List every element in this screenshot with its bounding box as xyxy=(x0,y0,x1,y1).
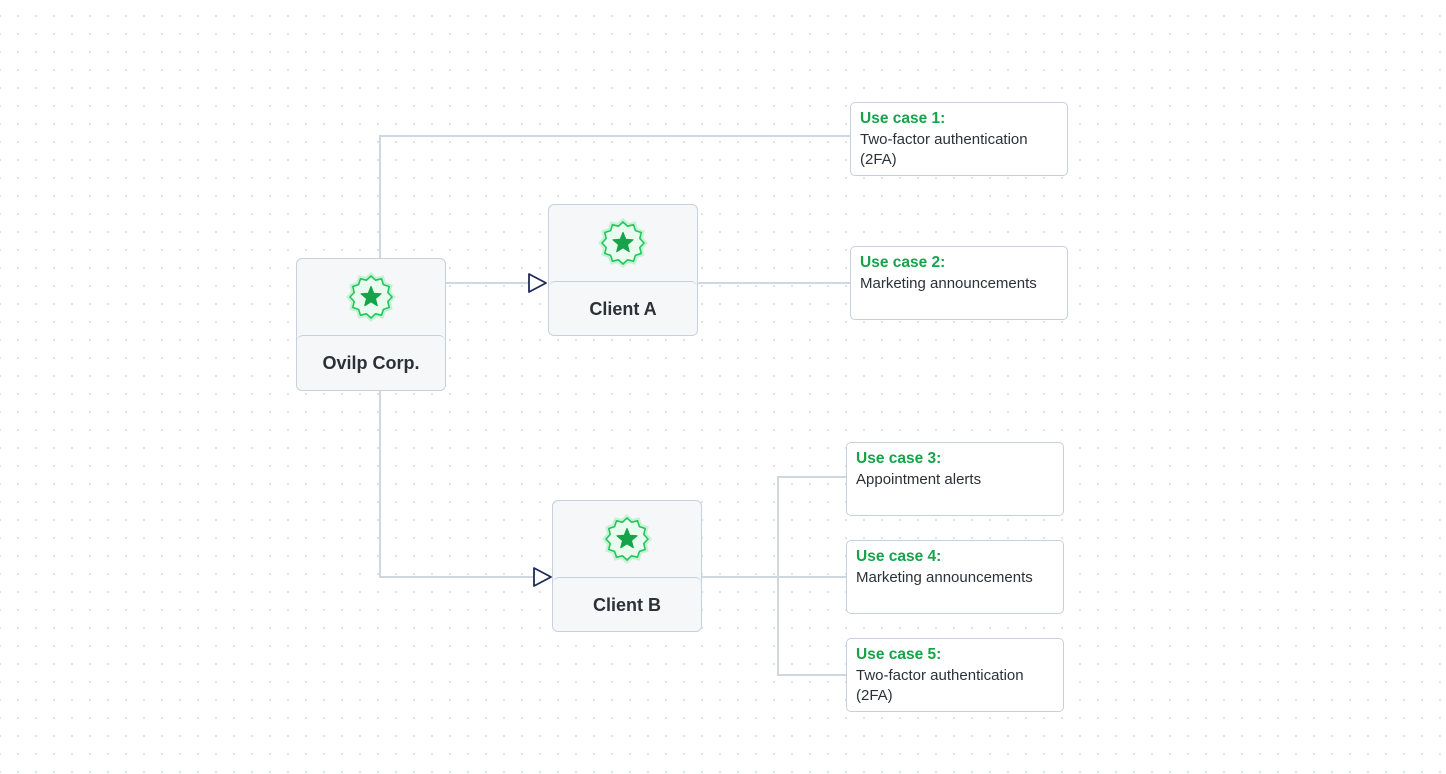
use-case-description: Appointment alerts xyxy=(856,470,982,488)
use-case-title: Use case 3: xyxy=(856,450,942,467)
node-client-a[interactable]: Client A xyxy=(548,204,698,336)
use-case-5-box[interactable]: Use case 5: Two-factor authentication (2… xyxy=(846,638,1064,712)
use-case-description: Marketing announcements xyxy=(860,274,1037,292)
connector-client-b-to-usecases xyxy=(702,476,846,676)
node-icon-zone xyxy=(549,205,697,281)
connector-root-to-client-b xyxy=(379,388,534,578)
use-case-1-box[interactable]: Use case 1: Two-factor authentication (2… xyxy=(850,102,1068,176)
node-ovilp-corp[interactable]: Ovilp Corp. xyxy=(296,258,446,391)
use-case-title: Use case 5: xyxy=(856,646,942,663)
badge-star-icon xyxy=(598,218,648,268)
use-case-description: Two-factor authentication (2FA) xyxy=(860,130,1028,169)
node-title: Client B xyxy=(553,577,701,631)
arrowhead-client-b xyxy=(533,567,552,587)
node-client-b[interactable]: Client B xyxy=(552,500,702,632)
connector-root-to-usecase-1 xyxy=(379,135,850,258)
node-icon-zone xyxy=(553,501,701,577)
use-case-description: Marketing announcements xyxy=(856,568,1033,586)
arrowhead-client-a xyxy=(528,273,547,293)
use-case-title: Use case 4: xyxy=(856,548,942,565)
node-title: Ovilp Corp. xyxy=(297,335,445,390)
node-icon-zone xyxy=(297,259,445,335)
badge-star-icon xyxy=(346,272,396,322)
use-case-title: Use case 2: xyxy=(860,254,946,271)
use-case-title: Use case 1: xyxy=(860,110,946,127)
use-case-4-box[interactable]: Use case 4: Marketing announcements xyxy=(846,540,1064,614)
use-case-description: Two-factor authentication (2FA) xyxy=(856,666,1024,705)
use-case-3-box[interactable]: Use case 3: Appointment alerts xyxy=(846,442,1064,516)
badge-star-icon xyxy=(602,514,652,564)
node-title: Client A xyxy=(549,281,697,335)
use-case-2-box[interactable]: Use case 2: Marketing announcements xyxy=(850,246,1068,320)
